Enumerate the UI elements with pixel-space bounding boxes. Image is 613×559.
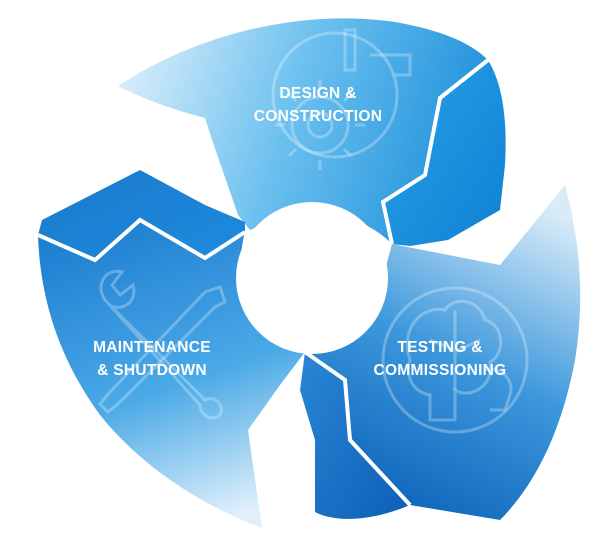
label-maintenance-shutdown: MAINTENANCE & SHUTDOWN [72, 336, 232, 382]
center-hub [236, 202, 388, 354]
label-design-line-1: DESIGN & [279, 85, 357, 102]
segment-design [118, 18, 506, 246]
segment-design-arrow-edge [380, 58, 490, 245]
label-design-construction: DESIGN & CONSTRUCTION [238, 82, 398, 128]
brain-lightbulb-icon [381, 286, 529, 434]
wrench-screwdriver-icon [97, 269, 227, 420]
segment-design-body [118, 18, 488, 244]
segment-maintenance-arrow [38, 170, 245, 260]
segment-testing [300, 185, 581, 520]
label-testing-line-2: COMMISSIONING [373, 362, 507, 379]
segment-maintenance-arrow-edge [37, 217, 247, 263]
segment-testing-body [305, 185, 581, 520]
segment-maintenance [37, 170, 305, 528]
segment-maintenance-body [38, 220, 305, 528]
segment-design-arrow [383, 60, 506, 246]
label-maintenance-line-1: MAINTENANCE [93, 339, 211, 356]
segment-testing-arrow-edge [303, 350, 412, 507]
label-testing-commissioning: TESTING & COMMISSIONING [360, 336, 520, 382]
label-maintenance-line-2: & SHUTDOWN [97, 362, 207, 379]
gear-blueprint-icon [271, 28, 412, 170]
label-design-line-2: CONSTRUCTION [253, 108, 383, 125]
label-testing-line-1: TESTING & [397, 339, 483, 356]
